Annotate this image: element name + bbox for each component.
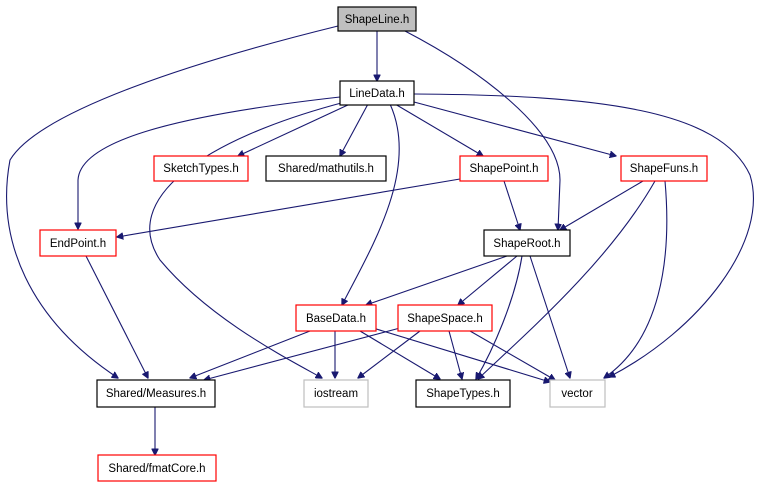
edge-shapespace-shapetypes (448, 330, 462, 379)
edge-shapespace-iostream (358, 330, 421, 378)
edge-linedata-shapepoint (394, 103, 483, 156)
node-label: ShapeFuns.h (630, 163, 698, 175)
node-mathutils[interactable]: Shared/mathutils.h (265, 155, 387, 182)
edge-linedata-endpoint (78, 96, 341, 229)
edge-linedata-iostream (149, 101, 346, 378)
edge-basedata-shapetypes (359, 330, 440, 379)
node-shapeline[interactable]: ShapeLine.h (337, 6, 417, 32)
edge-linedata-vector (413, 93, 754, 377)
node-label: ShapeLine.h (345, 14, 410, 26)
node-fmatcore[interactable]: Shared/fmatCore.h (97, 454, 217, 482)
edge-shapeline-measures (6, 25, 339, 378)
edge-linedata-sketchtypes (238, 103, 351, 156)
node-box (97, 454, 217, 482)
node-box (153, 155, 249, 182)
edge-shaperoot-shapespace (458, 255, 518, 305)
node-basedata[interactable]: BaseData.h (295, 304, 377, 332)
edge-shapefuns-shaperoot (560, 180, 644, 230)
node-box (96, 379, 216, 408)
node-box (620, 155, 708, 182)
edge-shapepoint-shaperoot (503, 180, 520, 230)
node-box (549, 379, 606, 408)
node-box (337, 6, 417, 32)
node-box (483, 229, 571, 257)
edge-basedata-measures (190, 330, 311, 378)
node-label: ShapePoint.h (469, 163, 538, 175)
node-label: vector (561, 388, 592, 400)
nodes: ShapeLine.h LineData.h SketchTypes.h Sha… (39, 6, 708, 482)
edge-shaperoot-vector (529, 255, 570, 378)
node-sketchtypes[interactable]: SketchTypes.h (153, 155, 249, 182)
edge-linedata-basedata (342, 103, 400, 305)
node-label: iostream (314, 388, 358, 400)
node-shapepoint[interactable]: ShapePoint.h (459, 155, 549, 182)
edge-shapefuns-vector (604, 180, 668, 378)
edge-endpoint-measures (85, 255, 148, 378)
edge-basedata-vector (372, 327, 550, 382)
node-label: SketchTypes.h (163, 163, 238, 175)
node-box (339, 80, 415, 106)
edge-linedata-mathutils (340, 103, 369, 156)
node-label: ShapeTypes.h (426, 388, 500, 400)
node-vector[interactable]: vector (549, 379, 606, 408)
node-label: LineData.h (349, 88, 405, 100)
node-box (39, 229, 117, 257)
node-box (295, 304, 377, 332)
node-shapespace[interactable]: ShapeSpace.h (397, 304, 493, 332)
node-label: ShapeSpace.h (407, 313, 482, 325)
node-shaperoot[interactable]: ShapeRoot.h (483, 229, 571, 257)
edge-shaperoot-shapetypes (476, 255, 523, 379)
node-label: BaseData.h (306, 313, 366, 325)
edge-shapefuns-shapetypes (478, 180, 656, 379)
edges (6, 25, 754, 455)
node-label: EndPoint.h (50, 238, 106, 250)
node-endpoint[interactable]: EndPoint.h (39, 229, 117, 257)
edge-shapespace-measures (204, 327, 401, 380)
node-shapetypes[interactable]: ShapeTypes.h (415, 379, 511, 408)
edge-linedata-shapefuns (413, 101, 616, 156)
node-box (397, 304, 493, 332)
edge-shapespace-vector (469, 330, 555, 380)
edge-shapepoint-endpoint (117, 178, 461, 237)
node-label: Shared/fmatCore.h (108, 463, 205, 475)
node-label: Shared/Measures.h (106, 388, 206, 400)
edge-shapeline-shaperoot (404, 30, 560, 230)
node-iostream[interactable]: iostream (303, 379, 369, 408)
node-box (459, 155, 549, 182)
node-shapefuns[interactable]: ShapeFuns.h (620, 155, 708, 182)
node-box (303, 379, 369, 408)
node-label: Shared/mathutils.h (278, 163, 374, 175)
node-box (265, 155, 387, 182)
node-label: ShapeRoot.h (493, 238, 560, 250)
node-box (415, 379, 511, 408)
node-measures[interactable]: Shared/Measures.h (96, 379, 216, 408)
edge-shaperoot-basedata (366, 254, 511, 305)
node-linedata[interactable]: LineData.h (339, 80, 415, 106)
